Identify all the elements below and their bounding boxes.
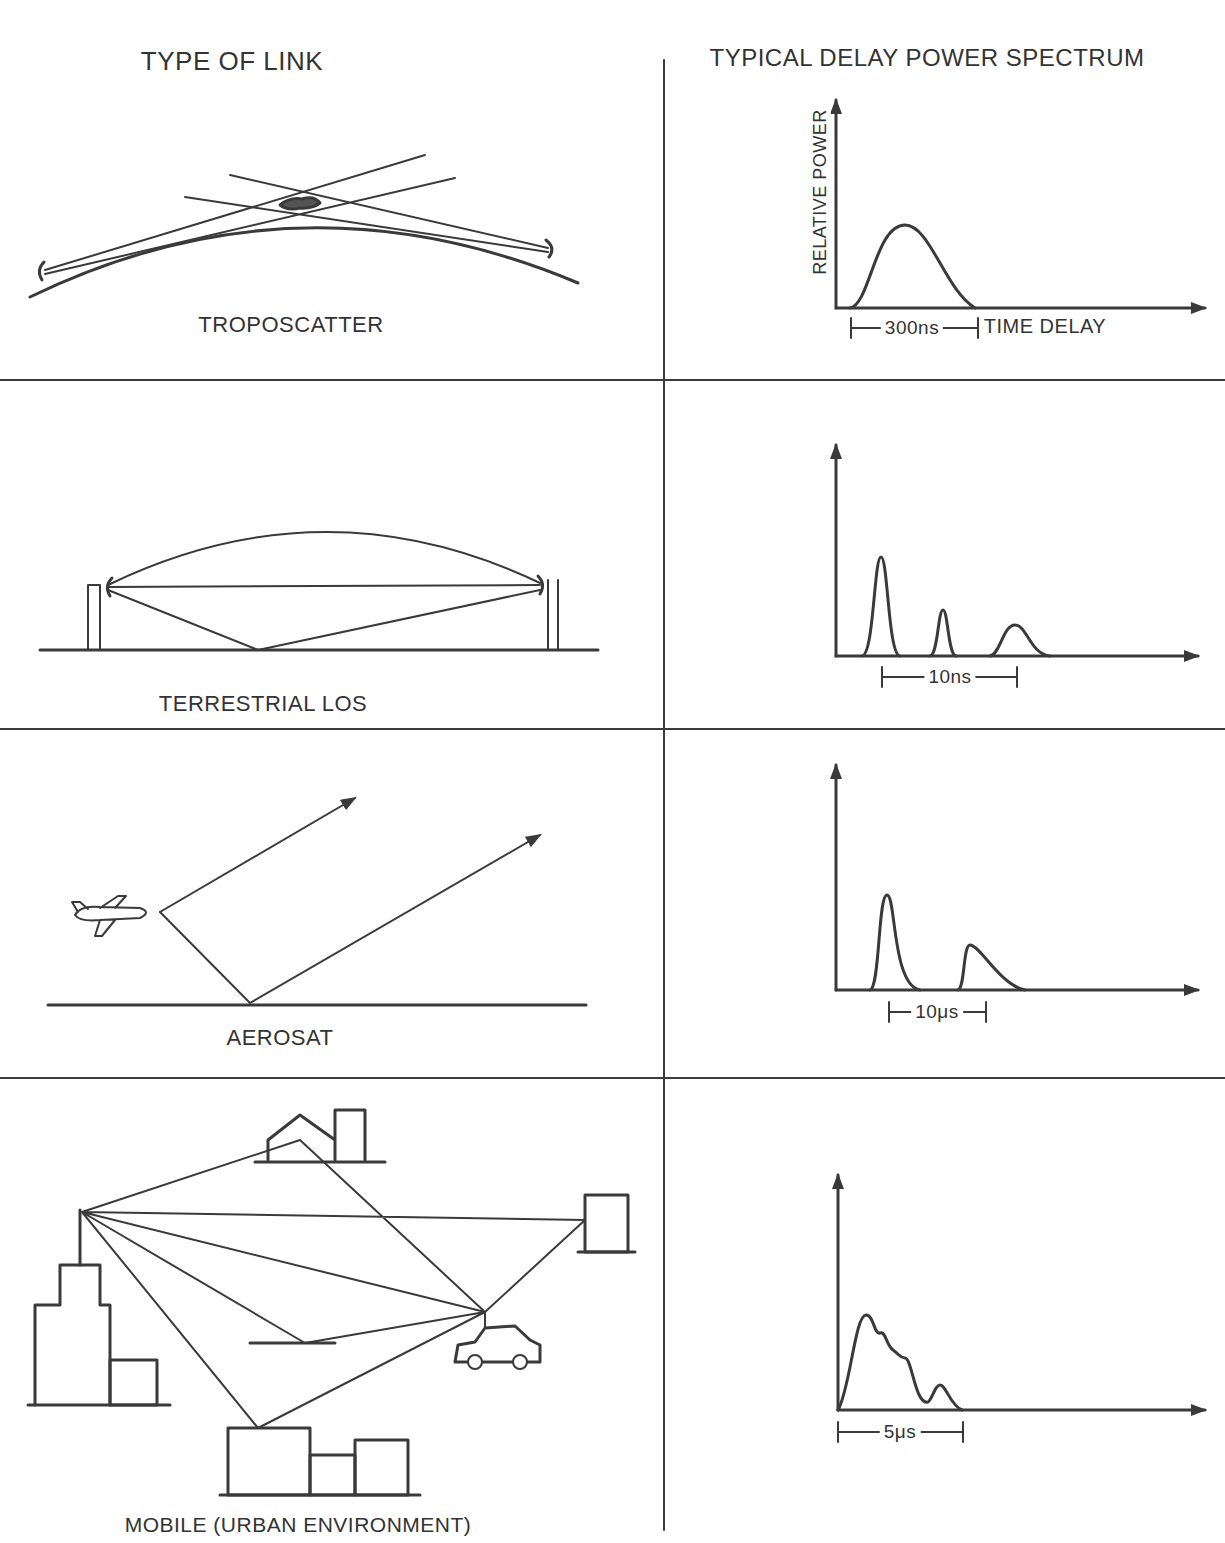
delay-dimension: 10ns [924,666,975,688]
delay-dimension: 5μs [880,1421,921,1443]
earth-curve [30,228,578,297]
column-heading: TYPE OF LINK [137,47,327,77]
axis-label: TIME DELAY [980,315,1110,338]
row-divider [0,728,1225,730]
building [110,1360,157,1405]
delay-curve [870,895,1025,990]
dimension-bracket [882,667,1017,687]
x-axis [836,655,1198,658]
signal-path [160,798,355,912]
ground-line [40,649,598,652]
car-wheel [513,1355,527,1369]
delay-curve [850,225,975,308]
house [268,1110,365,1160]
dimension-bracket [851,318,978,338]
x-axis [836,989,1198,992]
y-axis [837,1175,840,1410]
column-divider [663,60,665,1530]
y-axis [835,765,838,990]
car-antenna [484,1312,486,1328]
tower [548,580,558,650]
y-axis [835,445,838,656]
dimension-bracket [889,1002,986,1022]
column-heading: TYPICAL DELAY POWER SPECTRUM [706,44,1149,72]
row-divider [0,1077,1225,1079]
signal-path [160,835,540,1003]
antenna-dish [39,262,44,280]
link-type-label: TROPOSCATTER [194,312,387,337]
antenna-dish [546,240,552,257]
building [355,1440,408,1495]
delay-dimension: 10μs [911,1001,963,1023]
delay-curve [862,557,1050,656]
tower [88,585,100,650]
x-axis [836,307,1205,310]
building [310,1455,355,1495]
row-divider [0,379,1225,381]
delay-dimension: 300ns [881,317,943,339]
ground-line [255,1161,385,1164]
multipath-rays [82,1140,585,1428]
antenna-mast [79,1210,82,1265]
ground-line [220,1494,420,1497]
beam-lines [45,155,548,274]
ground-line [578,1251,635,1254]
x-axis [838,1409,1205,1412]
building [585,1195,628,1252]
delay-curve [838,1315,962,1410]
dimension-bracket [838,1422,963,1442]
building [228,1428,310,1495]
axis-label: RELATIVE POWER [810,105,831,279]
signal-paths [108,532,540,650]
reflector [250,1342,335,1345]
skyscraper [35,1265,110,1405]
ground-line [28,1404,170,1407]
aircraft [72,896,146,936]
link-type-label: TERRESTRIAL LOS [155,691,371,716]
car [455,1326,540,1362]
scatter-volume [280,198,320,209]
link-type-label: MOBILE (URBAN ENVIRONMENT) [121,1513,476,1537]
y-axis [835,100,838,308]
ground-line [48,1004,586,1007]
car-wheel [468,1355,482,1369]
link-type-label: AEROSAT [222,1025,337,1050]
